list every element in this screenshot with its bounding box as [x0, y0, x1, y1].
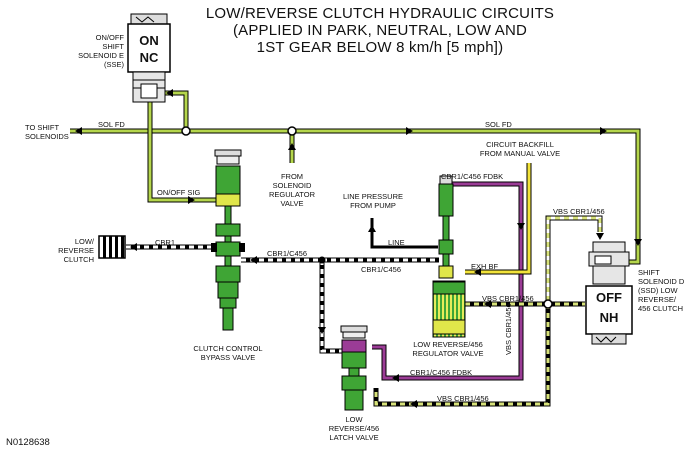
ssd-state-off: OFF [596, 290, 622, 305]
sse-state-nc: NC [139, 50, 159, 65]
sse-state-on: ON [139, 33, 159, 48]
regulator-valve-label: LOW REVERSE/456 REGULATOR VALVE [412, 340, 484, 358]
ssd-state-nh: NH [599, 310, 619, 325]
diagram-subtitle-2: 1ST GEAR BELOW 8 km/h [5 mph]) [256, 39, 504, 56]
diagram-subtitle-1: (APPLIED IN PARK, NEUTRAL, LOW AND [232, 22, 528, 39]
vbs-bottom-label: VBS CBR1/456 [437, 394, 489, 403]
low-reverse-456-latch-valve [340, 325, 368, 411]
sol-fd-label-left: SOL FD [98, 120, 125, 129]
clutch-control-bypass-valve-label: CLUTCH CONTROL BYPASS VALVE [193, 344, 263, 362]
sol-fd-circuit [70, 89, 642, 265]
line-label: LINE [388, 238, 405, 247]
ssd-label: SHIFT SOLENOID D (SSD) LOW REVERSE/ 456 … [638, 268, 685, 313]
cbr1-circuit [126, 243, 245, 252]
line-pressure-circuit [368, 218, 438, 249]
vbs-cbr1-456-circuit [373, 215, 604, 408]
cbr1-c456-fdbk-circuit [372, 181, 525, 382]
exh-bf-label: EXH BF [471, 262, 499, 271]
cbr1-c456-label-b: CBR1/C456 [361, 265, 402, 274]
from-solenoid-regulator-label: FROM SOLENOID REGULATOR VALVE [269, 172, 315, 208]
onoff-sig-label: ON/OFF SIG [157, 188, 201, 197]
vbs-top-label: VBS CBR1/456 [553, 207, 605, 216]
cbr1-label: CBR1 [155, 238, 176, 247]
solenoid-d-ssd [585, 241, 633, 345]
vbs-vertical-label: VBS CBR1/456 [504, 303, 513, 355]
line-pressure-label: LINE PRESSURE FROM PUMP [342, 192, 404, 210]
latch-valve-label: LOW REVERSE/456 LATCH VALVE [328, 415, 380, 442]
figure-id: N0128638 [6, 437, 50, 448]
cbr1-c456-circuit [241, 256, 439, 354]
solenoid-e-sse [127, 13, 171, 103]
sol-fd-label-right: SOL FD [485, 120, 512, 129]
clutch-control-bypass-valve [214, 149, 242, 331]
cbr1-c456-label-a: CBR1/C456 [267, 249, 308, 258]
sse-label: ON/OFF SHIFT SOLENOID E (SSE) [78, 33, 124, 69]
low-reverse-clutch-label: LOW/ REVERSE CLUTCH [58, 237, 94, 264]
to-shift-solenoids-label: TO SHIFT SOLENOIDS [25, 123, 69, 141]
diagram-title: LOW/REVERSE CLUTCH HYDRAULIC CIRCUITS [205, 5, 555, 22]
circuit-backfill-label: CIRCUIT BACKFILL FROM MANUAL VALVE [479, 140, 561, 158]
low-reverse-456-regulator-valve [432, 175, 466, 338]
low-reverse-clutch [98, 235, 126, 259]
vbs-mid-label: VBS CBR1/456 [482, 294, 534, 303]
cbr1-fdbk-bottom-label: CBR1/C456 FDBK [410, 368, 473, 377]
circuit-backfill [465, 163, 532, 276]
cbr1-fdbk-top-label: CBR1/C456 FDBK [441, 172, 504, 181]
